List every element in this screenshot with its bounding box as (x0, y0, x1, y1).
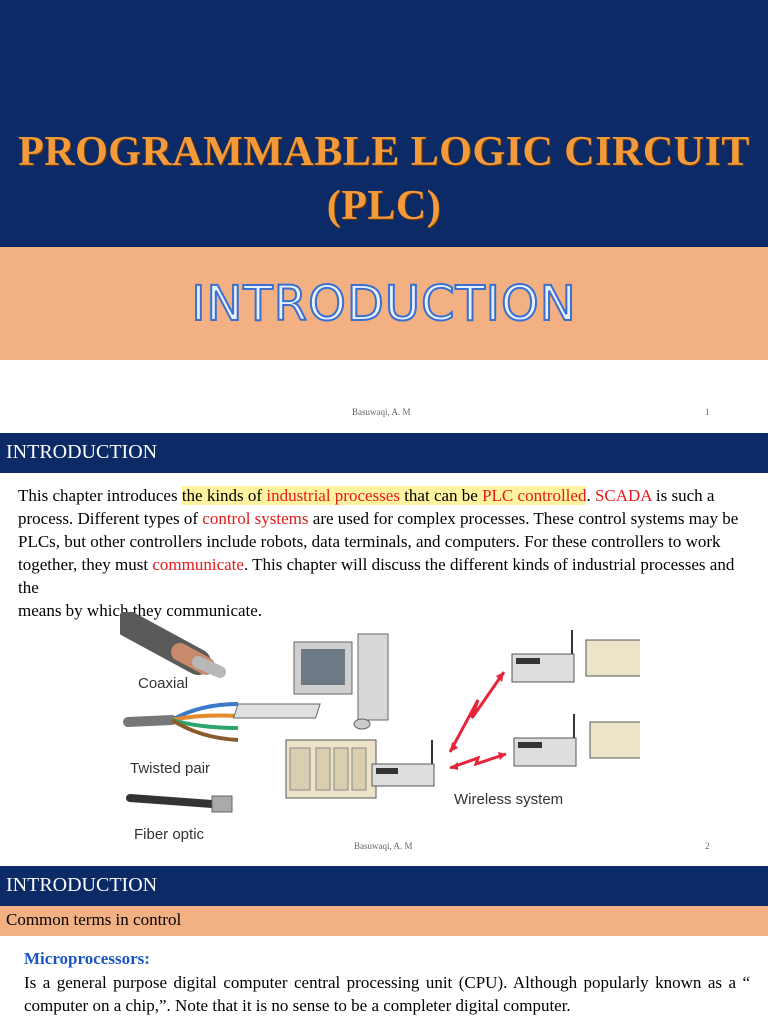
term-heading-microprocessors: Microprocessors: (24, 949, 150, 968)
slide3-header-bar (0, 866, 768, 906)
communication-media-figure: Coaxial Twisted pair Fiber optic (120, 612, 640, 843)
slide1-page-number: 1 (705, 407, 710, 417)
text-run: that can be (399, 486, 483, 505)
title-line-2: (PLC) (326, 183, 442, 229)
slide2-footer-author: Basuwaqi, A. M (354, 841, 413, 851)
emphasis-control-systems: control systems (202, 509, 309, 528)
fiber-optic-image (126, 794, 233, 813)
emphasis-plc-controlled: PLC controlled (482, 486, 587, 505)
section-band (0, 906, 768, 936)
label-twisted-pair: Twisted pair (130, 760, 210, 777)
highlight-run: the kinds of industrial processes that c… (181, 486, 587, 505)
computer-image (232, 633, 389, 730)
emphasis-scada: SCADA (594, 486, 652, 505)
wireless-modem-image (371, 740, 435, 787)
label-coaxial: Coaxial (138, 675, 188, 692)
term-definition: Is a general purpose digital computer ce… (24, 973, 750, 1015)
intro-paragraph: This chapter introduces the kinds of ind… (18, 484, 758, 622)
text-run: . (586, 486, 595, 505)
label-fiber-optic: Fiber optic (134, 826, 205, 843)
label-wireless-system: Wireless system (454, 791, 563, 808)
title-line-1: PROGRAMMABLE LOGIC CIRCUIT (18, 129, 750, 175)
section-band-title: Common terms in control (6, 910, 182, 929)
subtitle-band (0, 247, 768, 360)
plc-rack-image (285, 739, 377, 799)
slide3-heading: INTRODUCTION (6, 874, 158, 896)
title-slide-header (0, 0, 768, 247)
presentation-title: PROGRAMMABLE LOGIC CIRCUIT (PLC) (0, 125, 768, 233)
coaxial-cable-image (120, 612, 226, 678)
wireless-link-arrows (448, 671, 507, 770)
text-run: This chapter introduces (18, 486, 182, 505)
text-run: are used for complex processes. These co… (18, 509, 739, 574)
slide1-footer-author: Basuwaqi, A. M (352, 407, 411, 417)
text-run: is such a process. Different types of (18, 486, 715, 528)
emphasis-communicate: communicate (152, 555, 244, 574)
text-run: . This chapter will discuss the differen… (18, 555, 735, 597)
remote-station-top (511, 630, 640, 683)
remote-station-bottom (513, 714, 640, 767)
text-run: the kinds of (181, 486, 267, 505)
twisted-pair-image (123, 702, 239, 742)
slide2-page-number: 2 (705, 841, 710, 851)
emphasis-industrial-processes: industrial processes (266, 486, 400, 505)
subtitle: INTRODUCTION (190, 275, 577, 333)
text-run: means by which they communicate. (18, 601, 263, 620)
slide2-header-bar (0, 433, 768, 473)
slide2-heading: INTRODUCTION (6, 441, 158, 463)
